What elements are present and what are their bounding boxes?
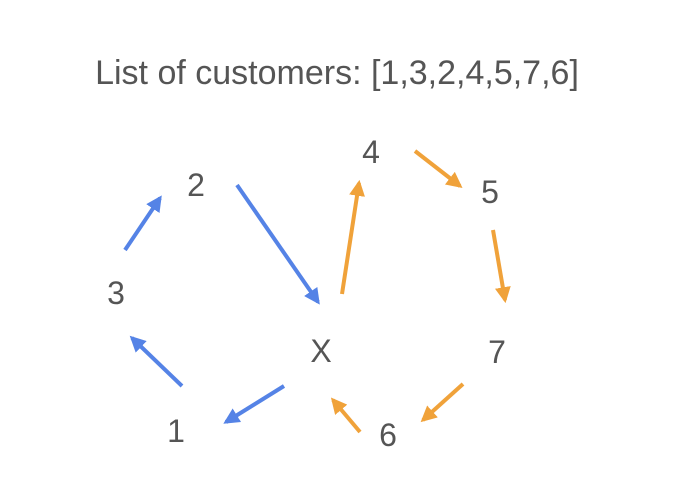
- node-3: 3: [107, 275, 125, 311]
- edge-x-to-1: [223, 384, 286, 424]
- node-5: 5: [481, 174, 499, 210]
- edge-5-to-7: [491, 229, 511, 304]
- route-blue: [123, 183, 320, 424]
- node-1: 1: [167, 413, 185, 449]
- edge-6-to-x: [330, 397, 362, 434]
- node-7: 7: [488, 334, 506, 370]
- node-depot: X: [310, 333, 331, 369]
- node-6: 6: [379, 417, 397, 453]
- edge-7-to-6: [420, 382, 465, 423]
- node-4: 4: [362, 134, 380, 170]
- edge-3-to-2: [123, 195, 162, 252]
- edge-x-to-4: [340, 179, 365, 295]
- edge-1-to-3: [129, 335, 184, 388]
- diagram-title: List of customers: [1,3,2,4,5,7,6]: [95, 54, 579, 92]
- node-2: 2: [187, 167, 205, 203]
- route-orange: [330, 149, 511, 434]
- edge-4-to-5: [413, 149, 463, 188]
- edge-2-to-x: [235, 183, 320, 305]
